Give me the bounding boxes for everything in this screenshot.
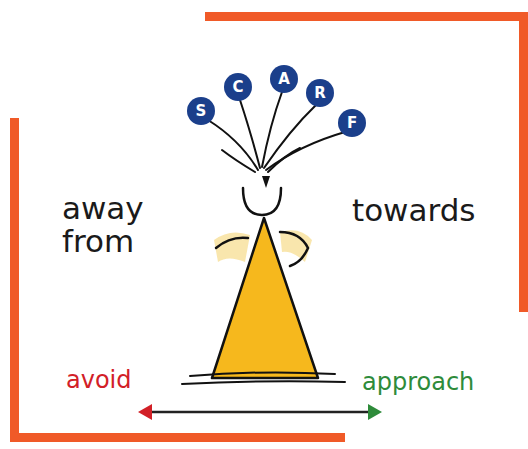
arm bbox=[280, 232, 308, 266]
arm bbox=[216, 238, 248, 248]
head-mark bbox=[262, 176, 270, 188]
scarf-circle: A bbox=[270, 65, 298, 93]
scarf-circle: F bbox=[338, 109, 366, 137]
approach-label: approach bbox=[362, 370, 522, 395]
scarf-circle: C bbox=[224, 73, 252, 101]
scarf-letter: S bbox=[196, 104, 207, 119]
towards-label: towards bbox=[352, 194, 522, 227]
scarf-letter: R bbox=[314, 86, 326, 101]
scarf-letter: C bbox=[232, 80, 243, 95]
head bbox=[243, 188, 281, 215]
avoid-label: avoid bbox=[66, 368, 186, 393]
scarf-circle: S bbox=[187, 97, 215, 125]
away-label: away from bbox=[62, 192, 172, 257]
scarf-letter: F bbox=[347, 116, 357, 131]
avoid-approach-arrow bbox=[138, 404, 382, 420]
arm-shade bbox=[214, 232, 250, 262]
scarf-letter: A bbox=[278, 72, 290, 87]
scarf-circle: R bbox=[306, 79, 334, 107]
ground-lines bbox=[182, 372, 345, 384]
frame bbox=[10, 12, 528, 442]
body-triangle bbox=[212, 218, 318, 378]
